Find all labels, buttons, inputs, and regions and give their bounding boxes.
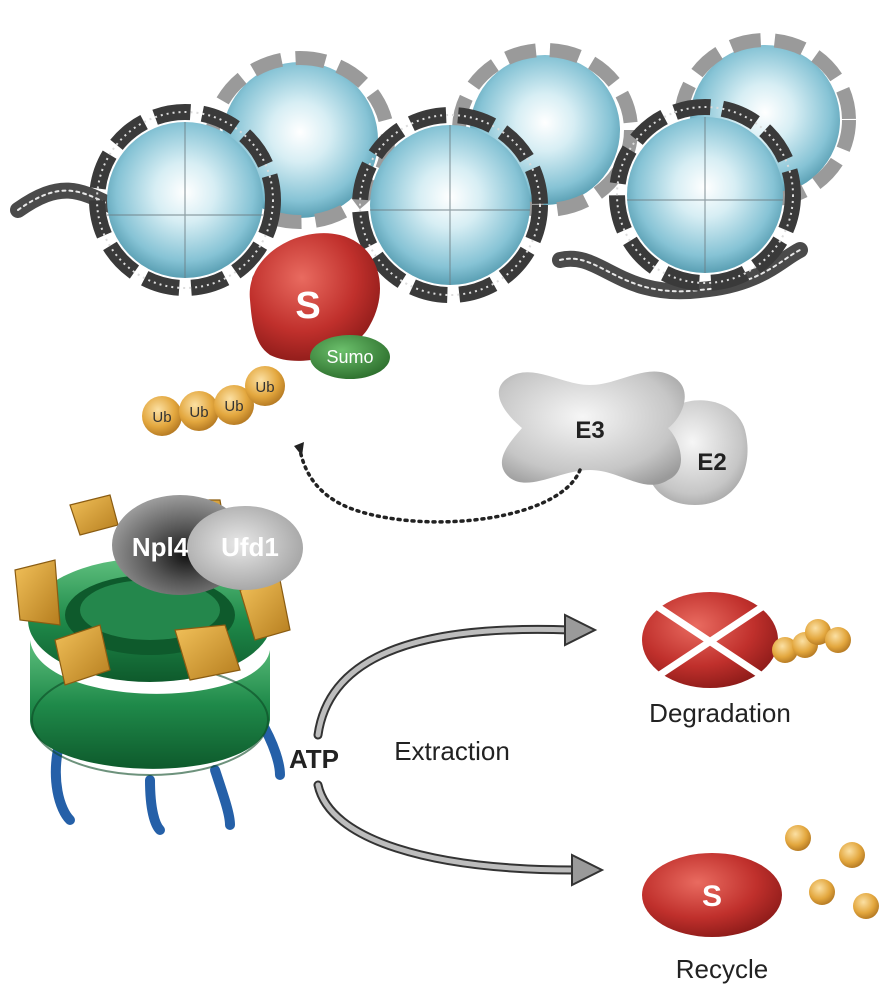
ub-label-2: Ub bbox=[189, 404, 208, 421]
recycle-label: Recycle bbox=[676, 954, 768, 984]
recycled-target: S bbox=[642, 825, 879, 937]
chromatin-fiber bbox=[10, 33, 856, 304]
arrow-to-degradation bbox=[313, 624, 575, 740]
p97-segregase: Npl4 Ufd1 bbox=[14, 494, 303, 835]
degradation-label: Degradation bbox=[649, 698, 791, 728]
ub-label-4: Ub bbox=[255, 379, 274, 396]
extraction-label: Extraction bbox=[394, 736, 510, 766]
ubiquitin-chain: Ub Ub Ub Ub bbox=[142, 366, 285, 436]
recycled-target-label: S bbox=[702, 880, 722, 913]
p97-lower-ring bbox=[30, 640, 270, 769]
extraction-arrows bbox=[313, 613, 605, 887]
ufd1-cofactor bbox=[187, 506, 303, 590]
ub-label-1: Ub bbox=[152, 409, 171, 426]
ubiquitination-arrow bbox=[298, 448, 582, 524]
ub-label-3: Ub bbox=[224, 398, 243, 415]
e2-label: E2 bbox=[697, 449, 726, 476]
atp-label: ATP bbox=[289, 744, 339, 774]
e3-label: E3 bbox=[575, 417, 604, 444]
target-protein-shape bbox=[249, 233, 380, 361]
histone-back-1 bbox=[222, 62, 378, 218]
e2-shape bbox=[647, 400, 748, 505]
target-protein-label: S bbox=[295, 285, 320, 327]
sumo-label: Sumo bbox=[326, 347, 373, 367]
degraded-target bbox=[642, 592, 851, 688]
arrow-to-recycle bbox=[313, 780, 580, 875]
npl4-label: Npl4 bbox=[132, 532, 189, 562]
ubiquitination-arrow-head bbox=[294, 442, 304, 456]
ligase-complex: E3 E2 bbox=[498, 371, 748, 505]
free-ubiquitin bbox=[785, 825, 879, 919]
e3-shape bbox=[498, 371, 685, 485]
ufd1-label: Ufd1 bbox=[221, 532, 279, 562]
sumo-tag bbox=[310, 335, 390, 379]
sumoylated-target: S Sumo bbox=[249, 233, 390, 379]
